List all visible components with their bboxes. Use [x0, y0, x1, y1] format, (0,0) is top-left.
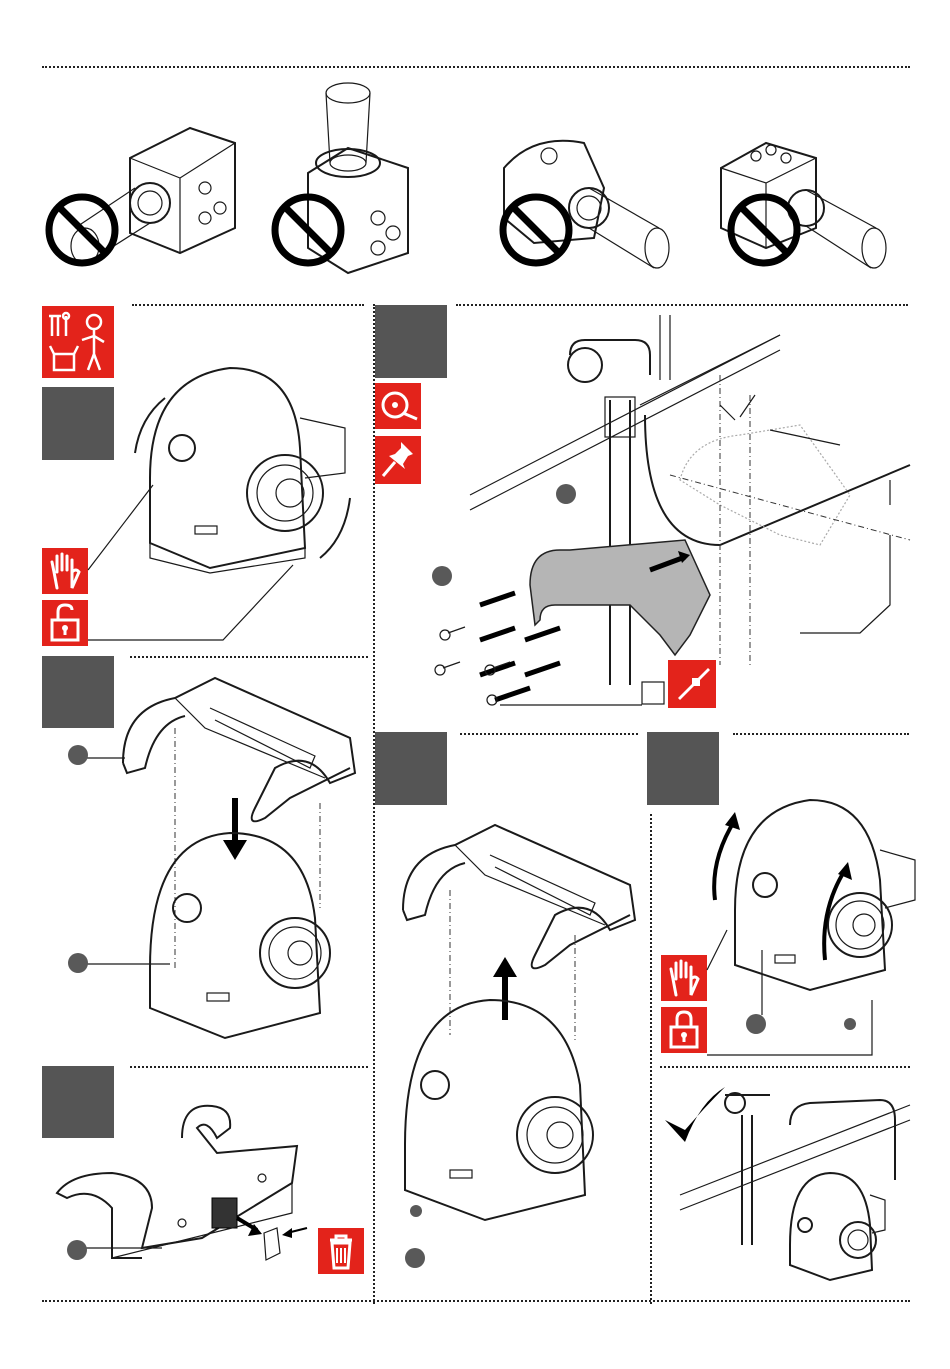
tape-measure-tile: [375, 383, 421, 429]
panel-5-divider: [733, 733, 909, 735]
unlock-tile: [42, 600, 88, 646]
bracket-fit-illustration: [115, 668, 365, 1058]
tape-measure-icon: [375, 383, 421, 429]
unlock-icon: [42, 600, 88, 646]
callout-bracket: [68, 745, 88, 765]
tools-person-tile: [42, 306, 114, 378]
final-result-illustration: [680, 1075, 915, 1285]
pushpin-tile: [375, 436, 421, 484]
no-sign-icon: [44, 192, 120, 268]
bracket-mounting-illustration: [420, 305, 910, 715]
callout-small-lock: [844, 1018, 856, 1030]
no-sign-icon: [498, 192, 574, 268]
callout-bottom: [405, 1248, 425, 1268]
column-divider-right: [650, 814, 652, 1304]
callout-bracket-label: [67, 1240, 87, 1260]
callout-screws-left: [432, 566, 452, 586]
trash-icon: [318, 1228, 364, 1274]
panel-1-divider: [132, 304, 364, 306]
pushpin-icon: [375, 436, 421, 484]
callout-small-lower: [410, 1205, 422, 1217]
label-removal-illustration: [52, 1098, 312, 1278]
hand-icon: [42, 548, 88, 594]
tools-person-icon: [42, 306, 114, 378]
top-dotted-divider: [42, 66, 910, 68]
hand-tile-2: [661, 955, 707, 1001]
callout-cover-lock: [746, 1014, 766, 1034]
screwdriver-tile: [668, 660, 716, 708]
step-box-4: [375, 732, 447, 805]
no-sign-icon: [270, 192, 346, 268]
step-box-3: [42, 656, 114, 728]
hand-tile: [42, 548, 88, 594]
step-box-1: [42, 387, 114, 460]
panel-7-divider: [660, 1066, 910, 1068]
panel-3-divider: [130, 656, 368, 658]
trash-tile: [318, 1228, 364, 1274]
panel-6-divider: [130, 1066, 368, 1068]
panel-4-divider: [460, 733, 638, 735]
no-sign-icon: [726, 192, 802, 268]
panel-1-leader-lines: [88, 470, 308, 650]
lift-off-illustration: [395, 815, 645, 1235]
panel-5-leader-lines: [707, 910, 887, 1060]
lock-icon: [661, 1007, 707, 1053]
callout-bracket-upper: [556, 484, 576, 504]
bottom-dotted-divider: [42, 1300, 910, 1302]
screwdriver-icon: [668, 660, 716, 708]
callout-cover: [68, 953, 88, 973]
lock-tile: [661, 1007, 707, 1053]
hand-icon: [661, 955, 707, 1001]
